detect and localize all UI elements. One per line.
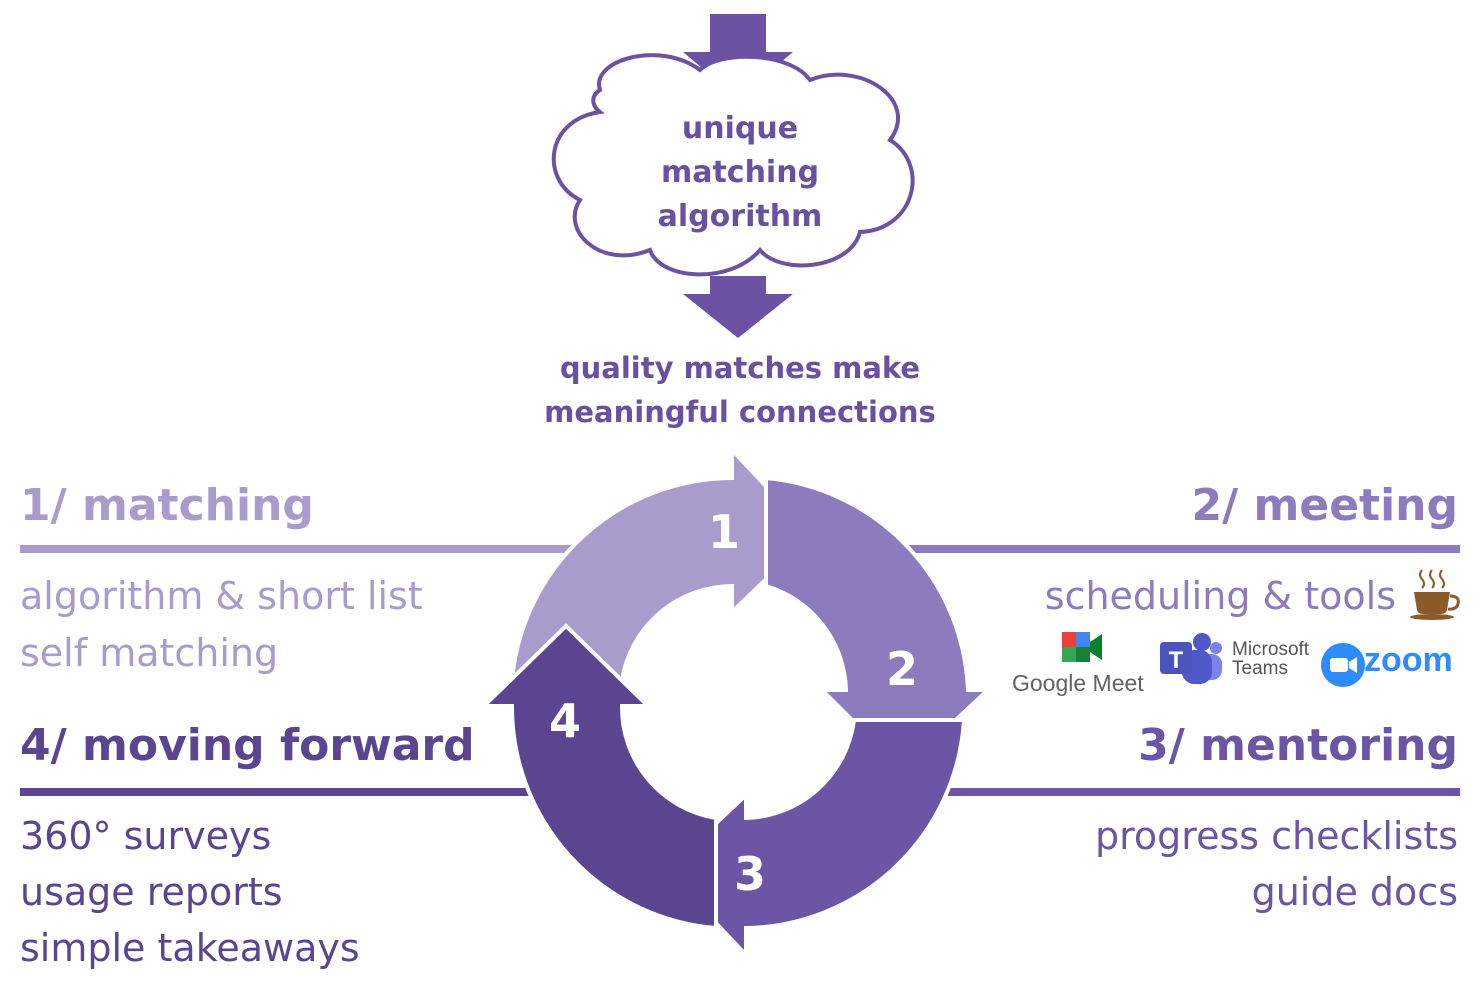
coffee-cup-icon <box>1410 569 1460 620</box>
cycle-number-3: 3 <box>734 847 766 901</box>
heading-meeting: 2/ meeting <box>1191 480 1458 531</box>
cloud-label-line-2: matching <box>660 155 820 190</box>
tagline-line-2: meaningful connections <box>544 395 936 429</box>
divider-matching <box>20 545 580 553</box>
moving-forward-item-2: usage reports <box>20 870 283 914</box>
cycle-arrow-3 <box>663 718 967 961</box>
tagline-line-1: quality matches make <box>559 351 921 385</box>
google-meet-icon <box>1062 632 1102 662</box>
cloud-label-line-1: unique <box>681 111 799 146</box>
matching-item-2: self matching <box>20 631 279 675</box>
divider-moving-forward <box>20 788 550 796</box>
microsoft-teams-icon: T <box>1160 633 1222 684</box>
matching-item-1: algorithm & short list <box>20 574 423 618</box>
cycle-arrow-4 <box>479 623 718 931</box>
heading-moving-forward: 4/ moving forward <box>20 720 475 771</box>
microsoft-teams-label-2: Teams <box>1232 658 1288 679</box>
heading-matching: 1/ matching <box>20 480 314 531</box>
cycle-number-1: 1 <box>708 505 740 559</box>
meeting-item-1: scheduling & tools <box>1044 574 1396 618</box>
microsoft-teams-label-1: Microsoft <box>1232 639 1310 660</box>
divider-meeting <box>900 545 1460 553</box>
mentoring-item-1: progress checklists <box>1095 814 1458 858</box>
mentoring-item-2: guide docs <box>1251 870 1458 914</box>
google-meet-label: Google Meet <box>1012 670 1144 696</box>
cycle-number-2: 2 <box>886 642 918 696</box>
zoom-icon <box>1321 643 1365 687</box>
zoom-label: zoom <box>1364 641 1453 679</box>
moving-forward-item-3: simple takeaways <box>20 926 360 970</box>
heading-mentoring: 3/ mentoring <box>1138 720 1458 771</box>
cycle-arrow-2 <box>764 475 994 773</box>
cycle-arrow-1 <box>509 444 815 682</box>
divider-mentoring <box>930 788 1460 796</box>
cloud-label-line-3: algorithm <box>657 199 823 234</box>
svg-text:T: T <box>1169 647 1184 674</box>
moving-forward-item-1: 360° surveys <box>20 814 272 858</box>
cycle-number-4: 4 <box>549 694 581 748</box>
